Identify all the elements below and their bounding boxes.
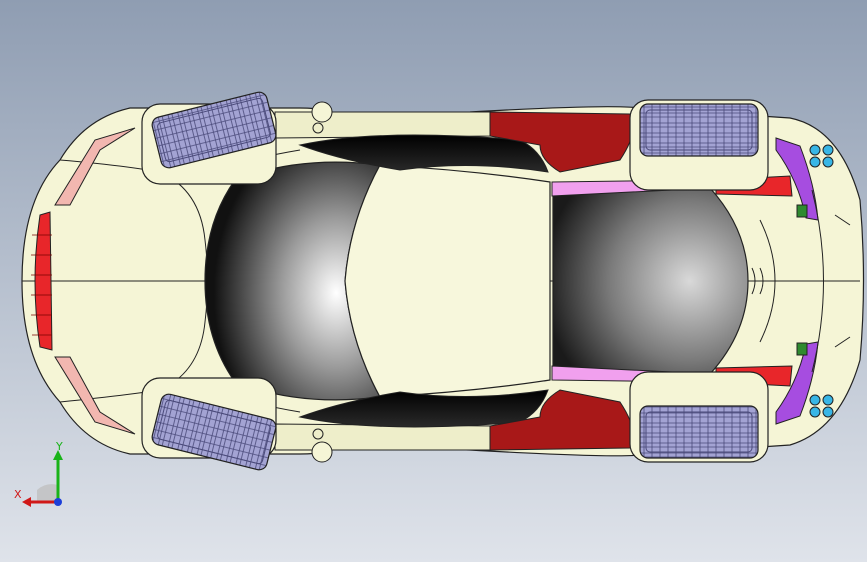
front-left-tire xyxy=(151,91,277,169)
rear-window xyxy=(552,183,749,379)
left-exhaust xyxy=(809,144,834,168)
left-rear-light xyxy=(775,137,819,221)
left-headlight xyxy=(54,127,136,206)
right-green-marker xyxy=(796,342,808,356)
rear-left-tire xyxy=(639,103,759,157)
right-sill xyxy=(274,423,496,451)
front-grille xyxy=(34,211,53,351)
roof xyxy=(344,164,551,398)
front-right-tire xyxy=(151,393,277,471)
rear-right-tire xyxy=(639,405,759,459)
mirror-right xyxy=(311,441,333,463)
left-sill xyxy=(274,111,496,139)
left-side-window xyxy=(298,134,549,173)
y-axis-label: Y xyxy=(55,440,63,453)
right-exhaust xyxy=(809,394,834,418)
right-headlight xyxy=(54,356,136,435)
orientation-triad: Y X xyxy=(14,440,63,507)
right-side-window xyxy=(298,389,549,428)
mirror-left xyxy=(311,101,333,123)
right-rear-light xyxy=(775,341,819,425)
left-green-marker xyxy=(796,204,808,218)
z-axis xyxy=(54,498,62,506)
x-axis-label: X xyxy=(14,488,22,501)
